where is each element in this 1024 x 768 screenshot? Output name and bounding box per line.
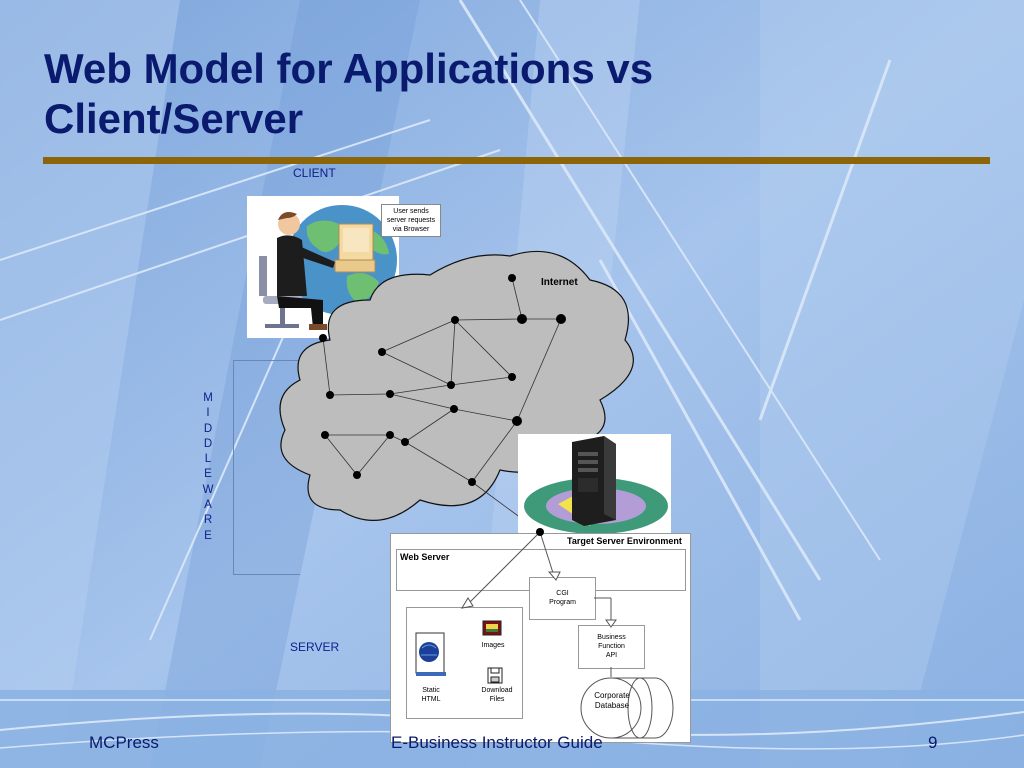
network-node	[321, 431, 329, 439]
network-links	[322, 277, 562, 533]
target-server-environment-label: Target Server Environment	[567, 536, 682, 546]
database-label-line: Corporate	[594, 691, 630, 700]
static-html-icon	[415, 632, 446, 676]
download-files-label: Download Files	[478, 686, 516, 704]
server-clipart	[518, 434, 671, 534]
internet-label: Internet	[541, 277, 578, 288]
slide-title-line-2: Client/Server	[44, 95, 304, 142]
network-node	[536, 528, 544, 536]
network-node	[326, 391, 334, 399]
network-node	[556, 314, 566, 324]
network-node	[319, 334, 327, 342]
download-files-label-line: Files	[489, 696, 505, 703]
network-nodes	[319, 274, 566, 486]
arrow-head-icon	[605, 619, 617, 628]
server-tower-icon	[524, 436, 668, 534]
images-icon	[482, 620, 502, 636]
middleware-letter: M	[203, 392, 213, 404]
middleware-label: M I D D L E W A R E	[202, 391, 214, 544]
network-node	[512, 416, 522, 426]
arrow-head-icon	[461, 597, 474, 609]
footer-left-text: MCPress	[89, 733, 159, 752]
arrow-to-static	[467, 531, 541, 605]
cgi-program-box: CGI Program	[529, 577, 596, 620]
cgi-label-line: CGI	[556, 590, 569, 597]
client-label: CLIENT	[293, 166, 336, 180]
middleware-letter: W	[202, 483, 214, 496]
static-html-label-line: HTML	[421, 696, 441, 703]
client-note-line: server requests	[386, 217, 436, 224]
middleware-letter: D	[203, 422, 213, 435]
arrow-head-icon	[547, 571, 561, 581]
images-label: Images	[481, 642, 505, 649]
database-cylinder-icon	[580, 677, 674, 739]
middleware-bracket	[233, 360, 300, 575]
business-label-line: Business	[597, 634, 626, 641]
network-node	[353, 471, 361, 479]
network-node	[386, 431, 394, 439]
network-node	[386, 390, 394, 398]
middleware-letter: I	[206, 407, 210, 420]
download-files-label-line: Download	[481, 687, 513, 694]
network-node	[447, 381, 455, 389]
network-node	[508, 274, 516, 282]
arrow-to-cgi	[539, 531, 555, 577]
footer-center-text: E-Business Instructor Guide	[391, 733, 603, 752]
middleware-letter: E	[204, 468, 212, 481]
middleware-letter: A	[204, 499, 212, 512]
middleware-letter: R	[203, 514, 213, 527]
network-node	[508, 373, 516, 381]
middleware-letter: D	[203, 437, 213, 450]
middleware-letter: E	[204, 529, 212, 542]
network-node	[517, 314, 527, 324]
slide-title-line-1: Web Model for Applications vs	[44, 45, 654, 92]
page-number: 9	[928, 733, 938, 752]
static-html-label: Static HTML	[414, 686, 448, 704]
client-note: User sends server requests via Browser	[381, 204, 441, 237]
network-node	[401, 438, 409, 446]
client-note-line: User sends	[393, 208, 429, 215]
user-at-computer-icon	[259, 205, 397, 330]
server-label: SERVER	[290, 640, 340, 654]
static-html-label-line: Static	[422, 687, 440, 694]
database-label-line: Database	[594, 701, 630, 710]
cgi-label-line: Program	[549, 599, 576, 606]
corporate-database-label: Corporate Database	[586, 691, 638, 711]
network-node	[378, 348, 386, 356]
network-node	[468, 478, 476, 486]
client-note-line: via Browser	[392, 226, 430, 233]
network-node	[451, 316, 459, 324]
business-label-line: Function	[598, 643, 625, 650]
download-files-icon	[487, 667, 503, 684]
middleware-letter: L	[204, 453, 212, 466]
business-label-line: API	[605, 652, 618, 659]
title-underline-rule	[43, 157, 990, 164]
web-server-label: Web Server	[400, 552, 450, 562]
slide-title: Web Model for Applications vs Client/Ser…	[44, 44, 653, 144]
network-node	[450, 405, 458, 413]
